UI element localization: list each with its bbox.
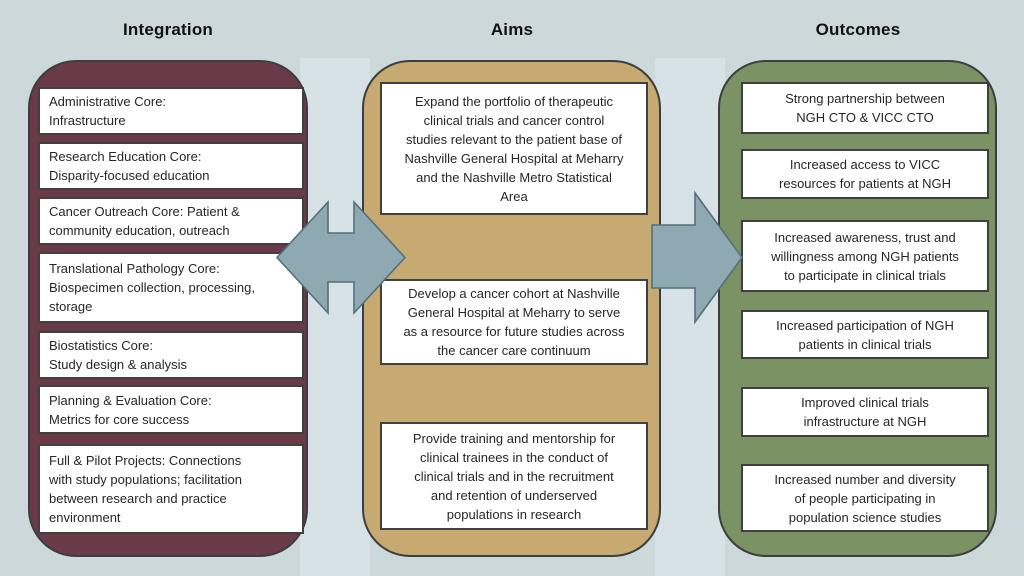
outcomes-item-awareness: Increased awareness, trust and willingne…: [741, 220, 989, 292]
outcomes-item-infrastructure: Improved clinical trials infrastructure …: [741, 387, 989, 437]
outcomes-item-participation: Increased participation of NGH patients …: [741, 310, 989, 359]
aims-panel: Expand the portfolio of therapeutic clin…: [362, 60, 661, 557]
integration-item-translational-pathology-core: Translational Pathology Core: Biospecime…: [38, 252, 304, 323]
outcomes-title: Outcomes: [815, 20, 901, 39]
aims-title: Aims: [490, 20, 534, 39]
integration-item-administrative-core: Administrative Core: Infrastructure: [38, 87, 304, 135]
double-arrow-shape: [275, 199, 407, 316]
integration-item-biostatistics-core: Biostatistics Core: Study design & analy…: [38, 331, 304, 379]
integration-title: Integration: [122, 20, 214, 39]
outcomes-item-access: Increased access to VICC resources for p…: [741, 149, 989, 199]
right-arrow-shape: [651, 190, 743, 325]
integration-item-planning-evaluation-core: Planning & Evaluation Core: Metrics for …: [38, 385, 304, 434]
aims-item-expand-portfolio: Expand the portfolio of therapeutic clin…: [380, 82, 648, 215]
integration-item-cancer-outreach-core: Cancer Outreach Core: Patient & communit…: [38, 197, 304, 245]
outcomes-item-partnership: Strong partnership between NGH CTO & VIC…: [741, 82, 989, 134]
outcomes-item-diversity: Increased number and diversity of people…: [741, 464, 989, 532]
gap-band-right: [655, 58, 725, 576]
outcomes-panel: Strong partnership between NGH CTO & VIC…: [718, 60, 997, 557]
aims-outcomes-arrow-icon: [651, 190, 743, 325]
gap-band-left: [300, 58, 370, 576]
integration-item-full-pilot-projects: Full & Pilot Projects: Connections with …: [38, 444, 304, 534]
integration-panel: Administrative Core: Infrastructure Rese…: [28, 60, 308, 557]
aims-item-provide-training: Provide training and mentorship for clin…: [380, 422, 648, 530]
integration-aims-double-arrow-icon: [275, 199, 407, 316]
integration-item-research-education-core: Research Education Core: Disparity-focus…: [38, 142, 304, 190]
aims-item-develop-cohort: Develop a cancer cohort at Nashville Gen…: [380, 279, 648, 365]
